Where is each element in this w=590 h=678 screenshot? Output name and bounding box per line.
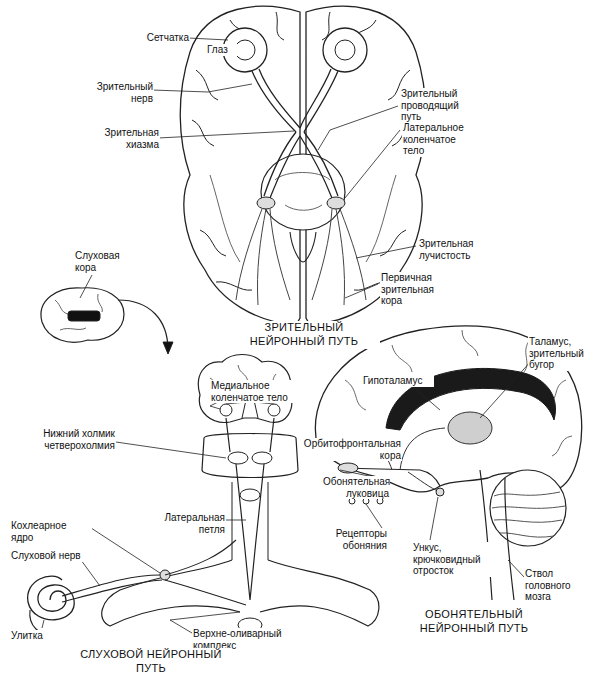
part-label: Ункус, крючковидный отросток — [412, 542, 494, 577]
part-label: Зрительная хиазма — [94, 127, 160, 150]
part-label: Латеральное коленчатое тело — [402, 122, 476, 157]
part-label: Слуховая кора — [74, 250, 122, 273]
part-label: Рецепторы обоняния — [322, 528, 388, 551]
part-label: Улитка — [10, 630, 52, 642]
part-label: Слуховой нерв — [10, 550, 84, 562]
section-caption: ОБОНЯТЕЛЬНЫЙ НЕЙРОННЫЙ ПУТЬ — [398, 608, 550, 636]
part-label: Орбитофронтальная кора — [300, 438, 402, 461]
part-label: Сетчатка — [138, 32, 190, 44]
part-label: Латеральная петля — [160, 512, 226, 535]
part-label: Зрительная лучистость — [418, 238, 490, 261]
part-label: Первичная зрительная кора — [380, 272, 452, 307]
part-label: Гипоталамус — [362, 375, 434, 387]
part-label: Ствол головного мозга — [524, 568, 586, 603]
small-brain — [41, 275, 173, 354]
section-caption: ЗРИТЕЛЬНЫЙ НЕЙРОННЫЙ ПУТЬ — [228, 321, 380, 349]
part-label: Глаз — [206, 44, 238, 56]
part-label: Медиальное коленчатое тело — [210, 380, 294, 403]
part-label: Зрительный проводящий путь — [400, 88, 472, 123]
part-label: Обонятельная луковица — [322, 476, 390, 499]
part-label: Зрительный нерв — [92, 81, 154, 104]
section-caption: СЛУХОВОЙ НЕЙРОННЫЙ ПУТЬ — [70, 648, 232, 676]
part-label: Таламус, зрительный бугор — [528, 336, 586, 371]
leader-lines — [152, 38, 416, 298]
part-label: Кохлеарное ядро — [10, 520, 92, 543]
part-label: Нижний холмик четверохолмия — [40, 428, 116, 451]
